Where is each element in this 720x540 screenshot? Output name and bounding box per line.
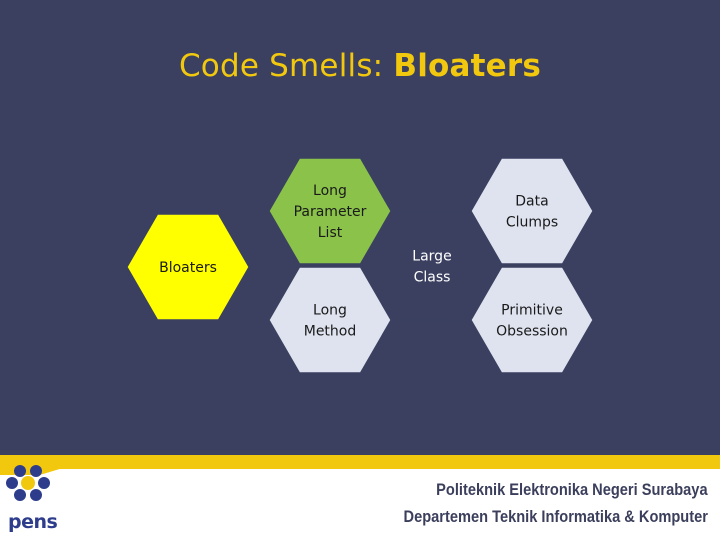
hex-label-long-method: Method (304, 324, 357, 340)
hex-shape-data-clumps (468, 155, 596, 267)
hex-label-primitive-obsession: Primitive (501, 303, 563, 319)
pens-logo-icon (6, 465, 50, 501)
hex-label-primitive-obsession: Obsession (496, 324, 568, 340)
slide-title: Code Smells: Bloaters (0, 48, 720, 84)
hex-label-long-parameter-list: Parameter (294, 204, 367, 220)
hex-shape-center (124, 211, 252, 323)
hex-label-large-class: Class (414, 270, 451, 286)
hex-center-bloaters: Bloaters (124, 211, 252, 323)
institution-name: Politeknik Elektronika Negeri Surabaya (436, 480, 708, 499)
hex-shape-long-method (266, 264, 394, 376)
hex-label-long-parameter-list: Long (313, 183, 347, 199)
hex-shape-long-parameter-list (266, 155, 394, 267)
hex-label-long-method: Long (313, 303, 347, 319)
hex-label-long-parameter-list: List (318, 225, 343, 241)
hex-shape-large-class (368, 210, 496, 322)
department-name: Departemen Teknik Informatika & Komputer (403, 507, 708, 526)
logo-text: pens (8, 511, 58, 533)
title-bold: Bloaters (393, 48, 542, 84)
title-prefix: Code Smells: (178, 48, 394, 84)
footer: pens Politeknik Elektronika Negeri Surab… (0, 455, 720, 540)
hex-shape-primitive-obsession (468, 264, 596, 376)
hex-label-center: Bloaters (159, 260, 217, 276)
hex-label-data-clumps: Clumps (506, 215, 558, 231)
footer-stripe (0, 455, 720, 475)
hex-label-large-class: Large (412, 249, 451, 265)
hex-label-data-clumps: Data (515, 194, 548, 210)
